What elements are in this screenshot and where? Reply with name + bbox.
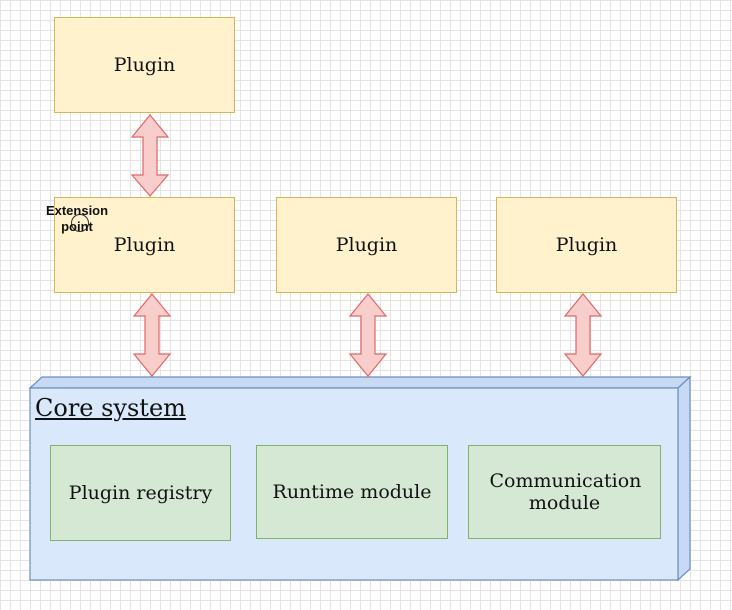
module-plugin-registry-label: Plugin registry (68, 482, 213, 504)
module-runtime-label: Runtime module (272, 481, 432, 503)
arrow-left-plugin-to-core (132, 293, 172, 377)
arrow-top-to-left-plugin (130, 114, 170, 197)
core-box-side (677, 375, 691, 582)
core-system-title: Core system (35, 394, 186, 422)
arrow-right-plugin-to-core (563, 293, 603, 377)
plugin-left-label: Plugin (113, 234, 176, 256)
module-communication-label: Communication module (489, 470, 642, 514)
plugin-top-label: Plugin (113, 54, 176, 76)
module-plugin-registry[interactable]: Plugin registry (50, 445, 231, 541)
module-runtime[interactable]: Runtime module (256, 445, 448, 539)
core-box-top (28, 376, 692, 389)
plugin-top[interactable]: Plugin (54, 17, 235, 113)
plugin-right-label: Plugin (555, 234, 618, 256)
plugin-middle-label: Plugin (335, 234, 398, 256)
extension-point-label: Extension point (45, 203, 109, 234)
module-communication[interactable]: Communication module (468, 445, 661, 539)
arrow-middle-plugin-to-core (348, 293, 388, 377)
plugin-middle[interactable]: Plugin (276, 197, 457, 293)
extension-point-circle (71, 214, 89, 232)
plugin-left[interactable]: Plugin (54, 197, 235, 293)
plugin-right[interactable]: Plugin (496, 197, 677, 293)
